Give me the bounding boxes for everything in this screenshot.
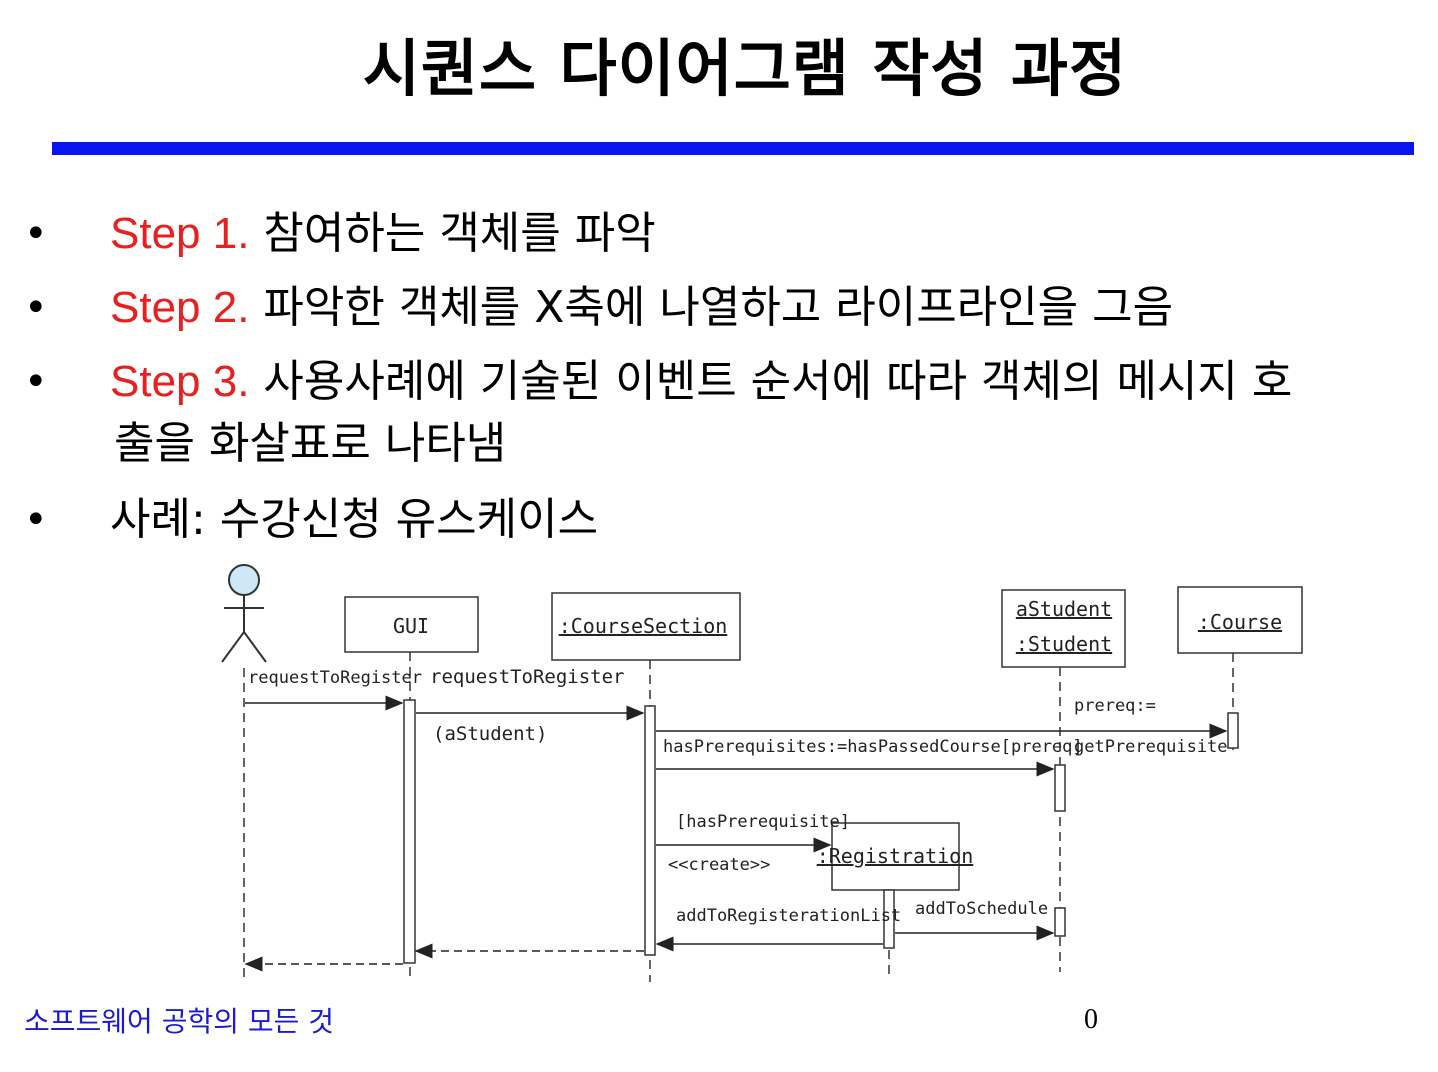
activation-registration: [883, 889, 895, 949]
activation-gui: [403, 699, 416, 964]
page-number: 0: [1084, 1004, 1098, 1035]
bullet-continuation: 출을 화살표로 나타냄: [114, 418, 507, 469]
bullet-text: 참여하는 객체를 파악: [249, 208, 656, 259]
step-label: Step 1.: [110, 209, 250, 258]
message-label-request-to-register-2: requestToRegister: [430, 666, 624, 688]
bullet-marker: •: [24, 497, 48, 543]
bullet-text: 사용사례에 기술된 이벤트 순서에 따라 객체의 메시지 호: [249, 356, 1293, 407]
step-label: Step 3.: [110, 357, 250, 406]
title-divider: [52, 142, 1414, 155]
object-box-student: [1001, 589, 1126, 668]
step-label: Step 2.: [110, 283, 250, 332]
message-label-get-prerequisite: getPrerequisite: [1074, 737, 1228, 757]
object-label-course-section: :CourseSection: [559, 614, 728, 638]
footer-text: 소프트웨어 공학의 모든 것: [24, 1005, 335, 1038]
object-label-student-name: aStudent: [1016, 597, 1112, 621]
bullet-text: 파악한 객체를 X축에 나열하고 라이프라인을 그음: [249, 282, 1174, 333]
activation-course: [1227, 712, 1239, 749]
object-label-student-type: :Student: [1016, 632, 1112, 656]
page-title: 시퀀스 다이어그램 작성 과정: [362, 32, 1128, 105]
message-label-create: <<create>>: [668, 855, 770, 875]
message-label-add-to-schedule: addToSchedule: [915, 899, 1048, 919]
activation-student-1: [1054, 764, 1066, 812]
object-box-registration: [831, 822, 960, 891]
bullet-text: 사례: 수강신청 유스케이스: [110, 494, 599, 545]
actor-icon: [221, 564, 267, 663]
object-label-gui: GUI: [393, 614, 429, 638]
bullet-marker: •: [24, 211, 48, 257]
activation-student-2: [1054, 907, 1066, 937]
object-label-registration: :Registration: [817, 844, 974, 868]
message-label-argument: (aStudent): [433, 723, 547, 745]
message-label-has-passed-course: hasPrerequisites:=hasPassedCourse[prereq…: [663, 737, 1083, 757]
activation-course-section: [644, 705, 656, 956]
object-box-course: [1177, 586, 1303, 654]
message-label-add-to-list: addToRegisterationList: [676, 906, 901, 926]
object-box-gui: [344, 596, 479, 653]
object-box-course-section: [551, 592, 741, 661]
message-label-prereq-assign: prereq:=: [1074, 696, 1156, 716]
message-label-guard: [hasPrerequisite]: [676, 812, 850, 832]
message-label-request-to-register-1: requestToRegister: [248, 668, 422, 688]
object-label-course: :Course: [1198, 610, 1282, 634]
bullet-marker: •: [24, 285, 48, 331]
bullet-marker: •: [24, 359, 48, 405]
sequence-diagram: GUI :CourseSection aStudent :Student :Co…: [221, 564, 1303, 982]
